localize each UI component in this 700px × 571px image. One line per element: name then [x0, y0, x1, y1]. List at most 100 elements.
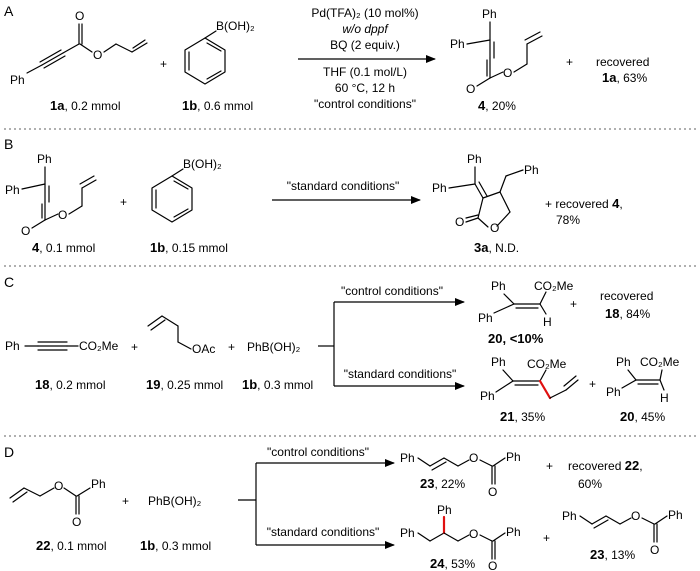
- structure-1b: B(OH)₂: [151, 157, 222, 223]
- phenylboronic-acid: PhB(OH)₂: [247, 340, 301, 354]
- carbonyl-o: O: [488, 559, 497, 571]
- ester-o: O: [54, 479, 63, 493]
- structure-4-b: Ph Ph O O: [5, 152, 97, 238]
- cond-a-line4: THF (0.1 mol/L): [323, 65, 407, 79]
- phenyl-label: Ph: [37, 152, 52, 166]
- phenyl-label: Ph: [450, 37, 465, 51]
- label-1a: 1a, 0.2 mmol: [50, 98, 120, 113]
- carbonyl-o: O: [488, 485, 497, 499]
- label-1b: 1b, 0.15 mmol: [150, 240, 228, 255]
- ester-o: O: [631, 509, 640, 523]
- plus-sign: +: [228, 340, 235, 354]
- cond-a-line1: Pd(TFA)₂ (10 mol%): [311, 6, 418, 20]
- recovered-c-label: 18, 84%: [605, 306, 650, 321]
- phenyl-label: Ph: [5, 339, 20, 353]
- structure-1a: Ph O O: [10, 9, 148, 87]
- label-4-a: 4, 20%: [478, 98, 516, 113]
- phenyl-label: Ph: [491, 279, 506, 293]
- label-21: 21, 35%: [500, 409, 545, 424]
- panel-a-letter: A: [4, 3, 14, 19]
- structure-1b: B(OH)₂: [184, 19, 255, 85]
- recovered-c-text: recovered: [600, 289, 653, 303]
- ester-o: O: [93, 48, 102, 62]
- label-18: 18, 0.2 mmol: [35, 377, 105, 392]
- structure-3a: Ph Ph O O Ph: [432, 152, 539, 235]
- structure-20-upper: Ph Ph CO₂Me H: [478, 279, 574, 329]
- carbonyl-o: O: [466, 82, 475, 96]
- phenyl-label: Ph: [437, 503, 452, 517]
- phenyl-label: Ph: [480, 389, 495, 403]
- cond-b: "standard conditions": [287, 179, 400, 193]
- ester-o: O: [503, 66, 512, 80]
- carbonyl-o: O: [650, 543, 659, 557]
- panel-b: B Ph Ph O O 4, 0.1 mmol +: [4, 136, 623, 255]
- recovered-b-yield: 78%: [556, 213, 580, 227]
- label-19: 19, 0.25 mmol: [146, 377, 223, 392]
- label-23-lower: 23, 13%: [590, 547, 635, 562]
- label-1b: 1b, 0.6 mmol: [182, 98, 253, 113]
- vinyl-h: H: [660, 391, 669, 405]
- cond-d-upper: "control conditions": [267, 445, 369, 459]
- ester-label: CO₂Me: [534, 279, 574, 293]
- label-22: 22, 0.1 mmol: [36, 538, 106, 553]
- recovered-b-line1: + recovered 4,: [545, 196, 623, 211]
- phenyl-label: Ph: [400, 526, 415, 540]
- phenyl-label: Ph: [606, 385, 621, 399]
- carbonyl-o: O: [72, 515, 81, 529]
- recovered-d-yield: 60%: [578, 477, 602, 491]
- phenyl-label: Ph: [506, 450, 521, 464]
- structure-24: Ph Ph O O Ph: [400, 503, 521, 571]
- phenyl-label: Ph: [506, 525, 521, 539]
- phenyl-label: Ph: [478, 311, 493, 325]
- panel-d-letter: D: [4, 444, 14, 460]
- panel-c: C Ph CO₂Me 18, 0.2 mmol + OAc 19, 0.25 m…: [4, 274, 680, 424]
- cond-a-line3: BQ (2 equiv.): [330, 38, 400, 52]
- phenyl-label: Ph: [400, 451, 415, 465]
- structure-4-a: Ph Ph O O: [450, 7, 543, 96]
- carbonyl-o: O: [21, 224, 30, 238]
- plus-sign: +: [570, 297, 577, 311]
- structure-21: Ph Ph CO₂Me: [480, 355, 579, 403]
- cond-a-line2: w/o dppf: [342, 22, 389, 36]
- recovered-a-label: 1a, 63%: [602, 70, 647, 85]
- structure-19: OAc: [147, 315, 215, 356]
- plus-sign: +: [543, 531, 550, 545]
- panel-d: D O O Ph 22, 0.1 mmol + PhB(OH)₂ 1b, 0.3…: [4, 444, 683, 571]
- boronic-acid-label: B(OH)₂: [183, 157, 222, 171]
- cond-a-line5: 60 °C, 12 h: [335, 81, 395, 95]
- panel-b-letter: B: [4, 136, 13, 152]
- phenyl-label: Ph: [10, 73, 25, 87]
- plus-sign: +: [566, 55, 573, 69]
- phenyl-label: Ph: [432, 181, 447, 195]
- carbonyl-o: O: [75, 9, 84, 23]
- label-3a: 3a, N.D.: [474, 240, 519, 255]
- new-cc-bond: [538, 379, 552, 400]
- cond-a-line6: "control conditions": [314, 97, 416, 111]
- phenyl-label: Ph: [491, 355, 506, 369]
- cond-c-lower: "standard conditions": [344, 367, 457, 381]
- plus-sign: +: [589, 377, 596, 391]
- plus-sign: +: [546, 459, 553, 473]
- ester-o: O: [469, 451, 478, 465]
- ring-o: O: [490, 221, 499, 235]
- ester-label: CO₂Me: [79, 339, 119, 353]
- ester-label: CO₂Me: [640, 355, 680, 369]
- structure-22: O O Ph: [9, 477, 106, 529]
- label-20-upper: 20, <10%: [488, 331, 544, 346]
- structure-23-upper: Ph O O Ph: [400, 450, 521, 499]
- ester-o: O: [469, 527, 478, 541]
- structure-23-lower: Ph O O Ph: [562, 508, 683, 557]
- cond-d-lower: "standard conditions": [267, 525, 380, 539]
- phenyl-label: Ph: [467, 152, 482, 166]
- phenyl-label: Ph: [668, 508, 683, 522]
- label-1b: 1b, 0.3 mmol: [242, 377, 313, 392]
- plus-sign: +: [120, 195, 127, 209]
- acetate-label: OAc: [192, 342, 215, 356]
- label-20-lower: 20, 45%: [620, 409, 665, 424]
- phenyl-label: Ph: [91, 477, 106, 491]
- boronic-acid-label: B(OH)₂: [216, 19, 255, 33]
- panel-c-letter: C: [4, 274, 14, 290]
- label-24: 24, 53%: [430, 556, 475, 571]
- phenylboronic-acid: PhB(OH)₂: [148, 494, 202, 508]
